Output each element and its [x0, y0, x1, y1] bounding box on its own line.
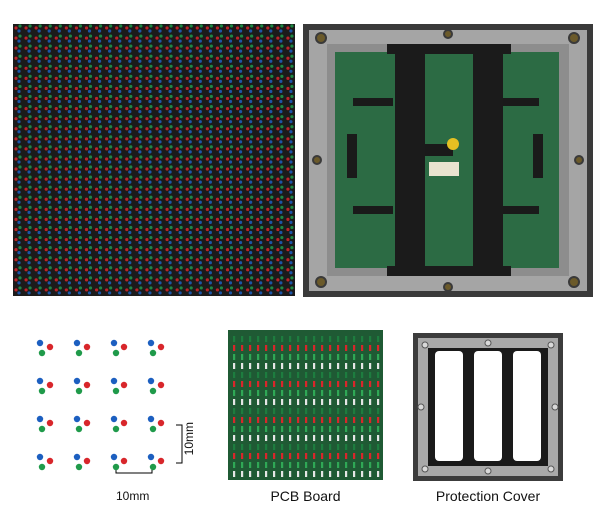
led-dot — [110, 415, 118, 423]
led-dot — [110, 339, 118, 347]
led-dot — [157, 457, 165, 465]
led-module-back — [303, 24, 593, 297]
pitch-dots — [36, 339, 183, 474]
led-dot — [38, 349, 46, 357]
led-dot — [36, 415, 44, 423]
led-dot — [46, 343, 54, 351]
led-dot — [75, 463, 83, 471]
led-dot — [46, 419, 54, 427]
led-dot — [36, 377, 44, 385]
led-dot — [112, 349, 120, 357]
module-back-image — [303, 24, 593, 297]
led-dot — [120, 381, 128, 389]
pixel-pitch-diagram: 10mm 10mm — [30, 335, 220, 505]
led-dot — [36, 339, 44, 347]
led-dot — [149, 387, 157, 395]
led-dot — [112, 387, 120, 395]
led-dot — [147, 453, 155, 461]
pitch-horizontal-label: 10mm — [116, 489, 150, 503]
led-dot — [83, 343, 91, 351]
led-dot — [120, 457, 128, 465]
led-dot — [120, 419, 128, 427]
led-dot — [38, 425, 46, 433]
led-dot — [157, 343, 165, 351]
led-dot — [147, 415, 155, 423]
pcb-pins — [233, 336, 380, 477]
led-dot — [36, 453, 44, 461]
led-dot — [147, 339, 155, 347]
led-dot — [157, 381, 165, 389]
led-dot — [73, 453, 81, 461]
protection-cover-label: Protection Cover — [435, 488, 541, 504]
led-dot — [38, 387, 46, 395]
led-dot — [73, 339, 81, 347]
led-dot — [149, 463, 157, 471]
pitch-vertical-label: 10mm — [182, 422, 196, 456]
protection-cover-image — [413, 333, 563, 481]
led-dot — [120, 343, 128, 351]
led-dot — [83, 419, 91, 427]
led-module-front — [13, 24, 295, 296]
led-dot — [149, 425, 157, 433]
led-dot — [149, 349, 157, 357]
led-dot — [73, 377, 81, 385]
led-dot — [75, 349, 83, 357]
led-dot — [38, 463, 46, 471]
led-dot — [75, 387, 83, 395]
led-dot — [46, 381, 54, 389]
led-matrix-image — [14, 24, 294, 295]
pcb-board-image — [228, 330, 383, 480]
led-dot — [83, 457, 91, 465]
led-dot — [73, 415, 81, 423]
led-dot — [75, 425, 83, 433]
led-dot — [110, 377, 118, 385]
led-dot — [46, 457, 54, 465]
led-dot — [157, 419, 165, 427]
led-dot — [83, 381, 91, 389]
led-dot — [112, 463, 120, 471]
pcb-board-label: PCB Board — [270, 488, 341, 504]
led-dot — [147, 377, 155, 385]
led-dot — [112, 425, 120, 433]
cover-frame — [413, 333, 563, 481]
led-dot — [110, 453, 118, 461]
